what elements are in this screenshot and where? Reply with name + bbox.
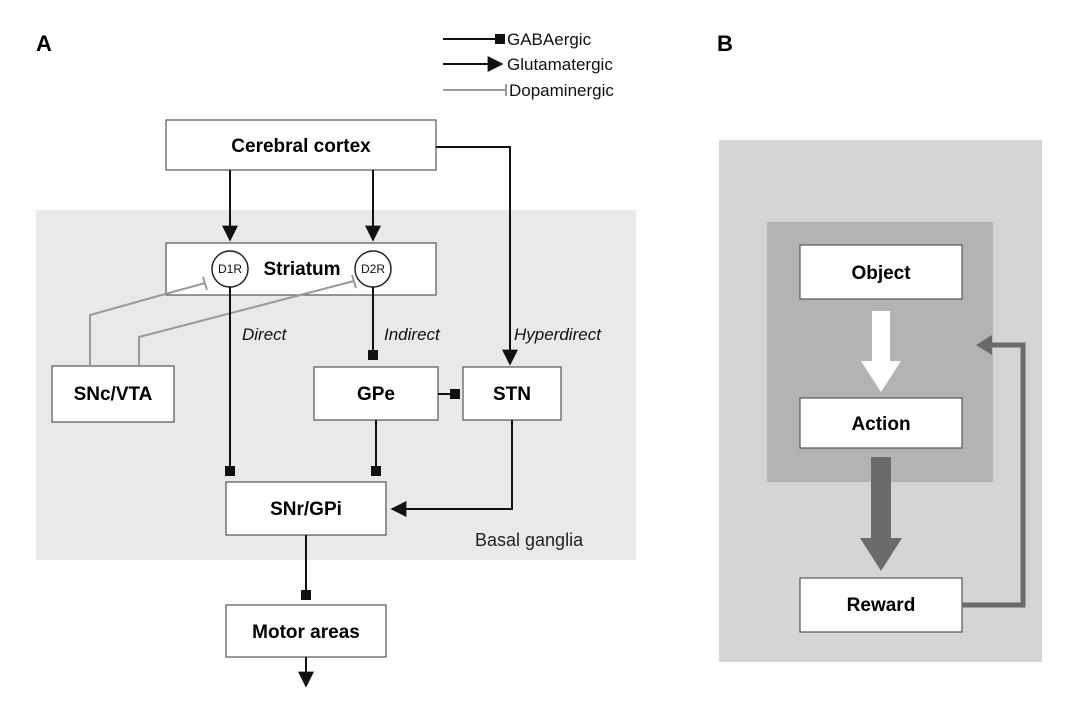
panel-a-letter: A — [36, 31, 52, 56]
snc-to-d2r-dopamine-line — [138, 280, 355, 366]
reward-feedback-line — [962, 342, 1026, 608]
snc-to-d1r-dopamine-line — [89, 282, 206, 366]
snr-gpi-label: SNr/GPi — [270, 499, 342, 520]
action-box — [799, 397, 963, 449]
gpe-to-snr-terminal-icon — [371, 466, 381, 476]
gpe-label: GPe — [357, 384, 395, 405]
legend-gabaergic-square-icon — [495, 34, 505, 44]
hyperdirect-pathway-label: Hyperdirect — [514, 325, 602, 344]
stn-label: STN — [493, 384, 531, 405]
snc-to-d1r-dopamine-bar-icon — [202, 276, 208, 291]
legend-dopaminergic-label: Dopaminergic — [509, 81, 614, 100]
direct-pathway-label: Direct — [242, 325, 288, 344]
legend: GABAergic Glutamatergic Dopaminergic — [443, 30, 614, 100]
snc-vta-label: SNc/VTA — [74, 384, 153, 405]
basal-ganglia-label: Basal ganglia — [475, 530, 584, 550]
legend-gabaergic-label: GABAergic — [507, 30, 592, 49]
cortex-to-stn-hyperdirect-arrow — [436, 146, 518, 366]
panel-b: B Object Action Reward — [717, 31, 1042, 662]
action-label: Action — [851, 414, 910, 435]
cortex-label: Cerebral cortex — [231, 136, 371, 157]
reward-label: Reward — [847, 595, 916, 616]
motor-areas-box — [225, 604, 387, 658]
snr-to-motor-terminal-icon — [301, 590, 311, 600]
legend-glutamatergic-label: Glutamatergic — [507, 55, 613, 74]
indirect-pathway-label: Indirect — [384, 325, 441, 344]
motor-areas-label: Motor areas — [252, 622, 360, 643]
stn-gpe-gaba-terminal-icon — [450, 389, 460, 399]
object-to-action-white-arrow — [861, 311, 901, 392]
striatum-label: Striatum — [263, 259, 340, 280]
d2r-label: D2R — [361, 262, 385, 276]
direct-pathway-terminal-icon — [225, 466, 235, 476]
snc-vta-box — [51, 365, 175, 423]
snc-to-d2r-dopamine-bar-icon — [351, 274, 357, 289]
panel-a: A Basal ganglia GABAergic Glutamatergic … — [36, 30, 636, 688]
object-label: Object — [851, 263, 911, 284]
object-box — [799, 244, 963, 300]
action-to-reward-grey-arrow — [860, 457, 902, 571]
stn-box — [462, 366, 562, 421]
indirect-pathway-terminal-icon — [368, 350, 378, 360]
panel-b-letter: B — [717, 31, 733, 56]
stn-to-snr-arrow — [390, 420, 513, 517]
d1r-label: D1R — [218, 262, 242, 276]
reward-feedback-arrowhead-icon — [976, 335, 992, 355]
cortex-box — [165, 119, 437, 171]
reward-box — [799, 577, 963, 633]
